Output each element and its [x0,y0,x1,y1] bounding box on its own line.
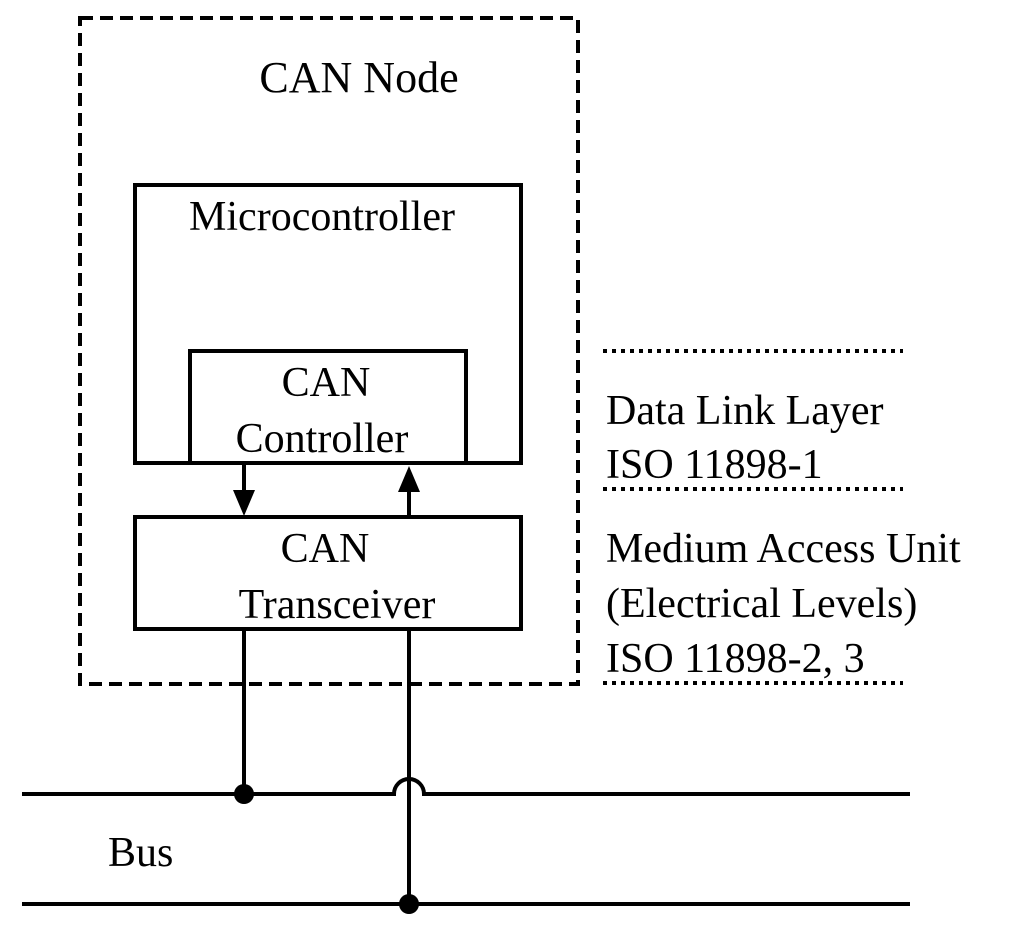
can-controller-label-line1: CAN [282,360,371,406]
bus-label: Bus [108,830,173,876]
data-link-layer-standard: ISO 11898-1 [606,442,823,488]
can-transceiver-label-line2: Transceiver [239,582,436,628]
bus-line-high [22,777,910,796]
electrical-levels-label: (Electrical Levels) [606,581,917,627]
tx-arrow [233,463,255,516]
medium-access-unit-label: Medium Access Unit [606,526,961,572]
can-l-junction [399,894,419,914]
medium-access-unit-standard: ISO 11898-2, 3 [606,636,865,682]
can-transceiver-box [133,515,523,631]
can-h-junction [234,784,254,804]
microcontroller-label: Microcontroller [189,194,455,240]
can-node-title: CAN Node [259,53,458,102]
can-transceiver-label-line1: CAN [281,526,370,572]
can-controller-label-line2: Controller [236,416,409,462]
can-controller-box [188,349,468,465]
data-link-layer-label: Data Link Layer [606,388,884,434]
can-node-boundary [78,16,580,686]
rx-arrow [398,466,420,516]
